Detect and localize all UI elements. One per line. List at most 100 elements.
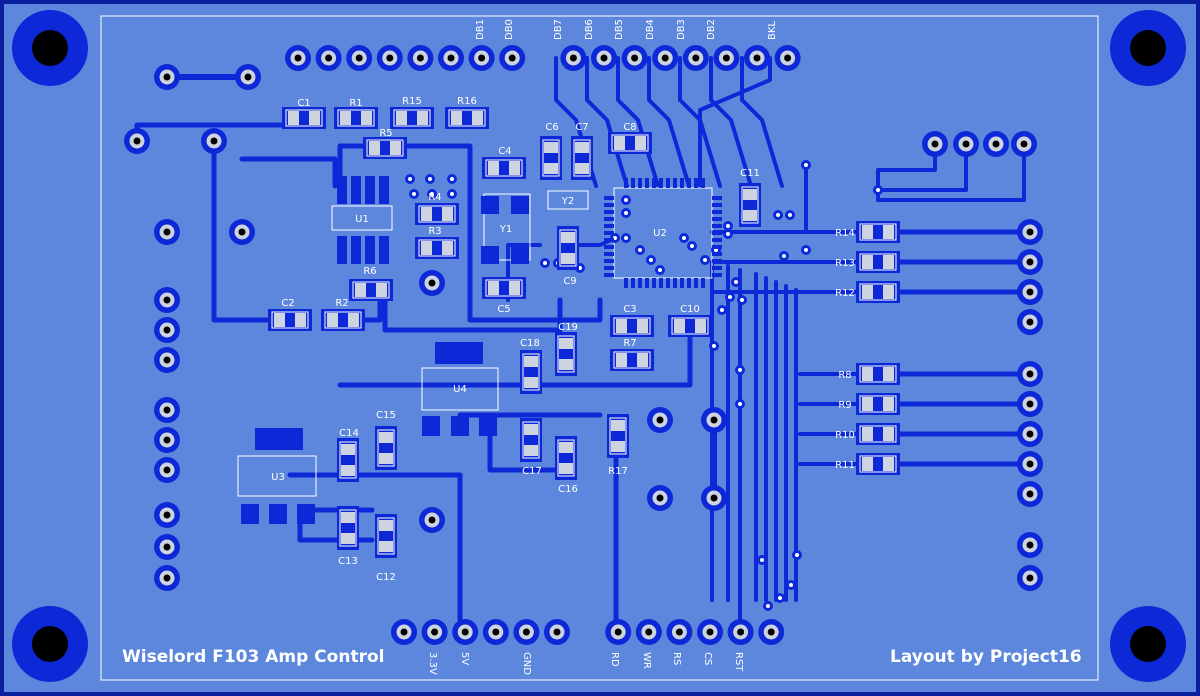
label-r10: R10 — [835, 430, 855, 441]
right-header-pin — [1017, 532, 1043, 558]
via — [731, 277, 741, 287]
label-r9: R9 — [838, 400, 851, 411]
top-header-label: DB5 — [614, 19, 625, 40]
through-hole-pad — [419, 270, 445, 296]
label-y1: Y1 — [499, 224, 512, 235]
top-header-pin — [407, 45, 434, 71]
bottom-header-pin — [605, 619, 632, 645]
c13 — [337, 506, 359, 550]
via — [646, 255, 656, 265]
trace — [382, 287, 563, 333]
via — [801, 160, 811, 170]
via — [655, 265, 665, 275]
r13 — [856, 251, 900, 273]
y2-outline — [547, 190, 589, 210]
bottom-header-label: RS — [671, 652, 682, 665]
u1-pin — [351, 236, 361, 264]
via — [635, 245, 645, 255]
r17 — [607, 414, 629, 458]
through-hole-pad — [701, 407, 727, 433]
via — [785, 210, 795, 220]
label-y2: Y2 — [561, 196, 574, 207]
through-hole-pad — [154, 219, 180, 245]
label-r17: R17 — [608, 466, 628, 477]
trace — [876, 142, 1026, 202]
bottom-header-pin — [758, 619, 785, 645]
u3-tab — [255, 428, 303, 450]
bottom-header-pin — [482, 619, 509, 645]
via — [540, 258, 550, 268]
right-header-pin — [1017, 451, 1043, 477]
via — [775, 593, 785, 603]
through-hole-pad — [647, 485, 673, 511]
label-c17: C17 — [522, 466, 542, 477]
pads — [124, 45, 1043, 645]
top-header-label: DB2 — [706, 19, 717, 40]
label-c9: C9 — [563, 276, 576, 287]
u1-pin — [337, 236, 347, 264]
r6 — [349, 279, 393, 301]
label-u1: U1 — [355, 214, 369, 225]
top-header-label: DB3 — [676, 19, 687, 40]
r8 — [856, 363, 900, 385]
label-r2: R2 — [335, 298, 348, 309]
label-c16: C16 — [558, 484, 578, 495]
c2 — [268, 309, 312, 331]
bottom-header-pin — [544, 619, 570, 645]
u1-pin — [337, 176, 347, 204]
mounting-holes — [12, 10, 1186, 682]
label-c15: C15 — [376, 410, 396, 421]
through-hole-pad — [124, 128, 150, 154]
through-hole-pad — [229, 219, 255, 245]
via — [723, 229, 733, 239]
c4 — [482, 157, 526, 179]
right-header-pin — [1017, 391, 1043, 417]
via — [725, 292, 735, 302]
right-header-pin — [1017, 219, 1043, 245]
via — [621, 208, 631, 218]
left-connector-pin — [154, 397, 180, 423]
bottom-header-pin — [452, 619, 479, 645]
via — [425, 174, 435, 184]
label-r1: R1 — [349, 98, 362, 109]
via — [737, 295, 747, 305]
top-header-pin — [499, 45, 526, 71]
c8 — [608, 132, 652, 154]
via — [735, 365, 745, 375]
right-header-pin — [1017, 361, 1043, 387]
trace — [678, 56, 722, 188]
r11 — [856, 453, 900, 475]
label-c19: C19 — [558, 322, 578, 333]
bottom-header-pin — [513, 619, 540, 645]
label-u4: U4 — [453, 384, 467, 395]
r15 — [390, 107, 434, 129]
bottom-header-label: 5V — [459, 652, 470, 665]
u4-pin — [479, 416, 497, 436]
through-hole-pad — [235, 64, 261, 90]
right-connector-pin — [953, 131, 979, 157]
trace — [337, 143, 371, 189]
via — [717, 305, 727, 315]
c1 — [282, 107, 326, 129]
via — [679, 233, 689, 243]
label-r7: R7 — [623, 338, 636, 349]
top-header-pin — [591, 45, 617, 71]
through-hole-pad — [201, 128, 227, 154]
u1-pin — [351, 176, 361, 204]
label-c2: C2 — [281, 298, 294, 309]
u4-outline — [421, 367, 499, 411]
layout-credit: Layout by Project16 — [890, 647, 1082, 667]
label-c13: C13 — [338, 556, 358, 567]
c9 — [557, 226, 579, 270]
bottom-header-pin — [391, 619, 417, 645]
top-header-pin — [774, 45, 801, 71]
label-r14: R14 — [835, 228, 855, 239]
right-connector-pin — [922, 131, 948, 157]
left-connector-pin — [154, 534, 180, 560]
r9 — [856, 393, 900, 415]
r2 — [321, 309, 365, 331]
label-r12: R12 — [835, 288, 855, 299]
